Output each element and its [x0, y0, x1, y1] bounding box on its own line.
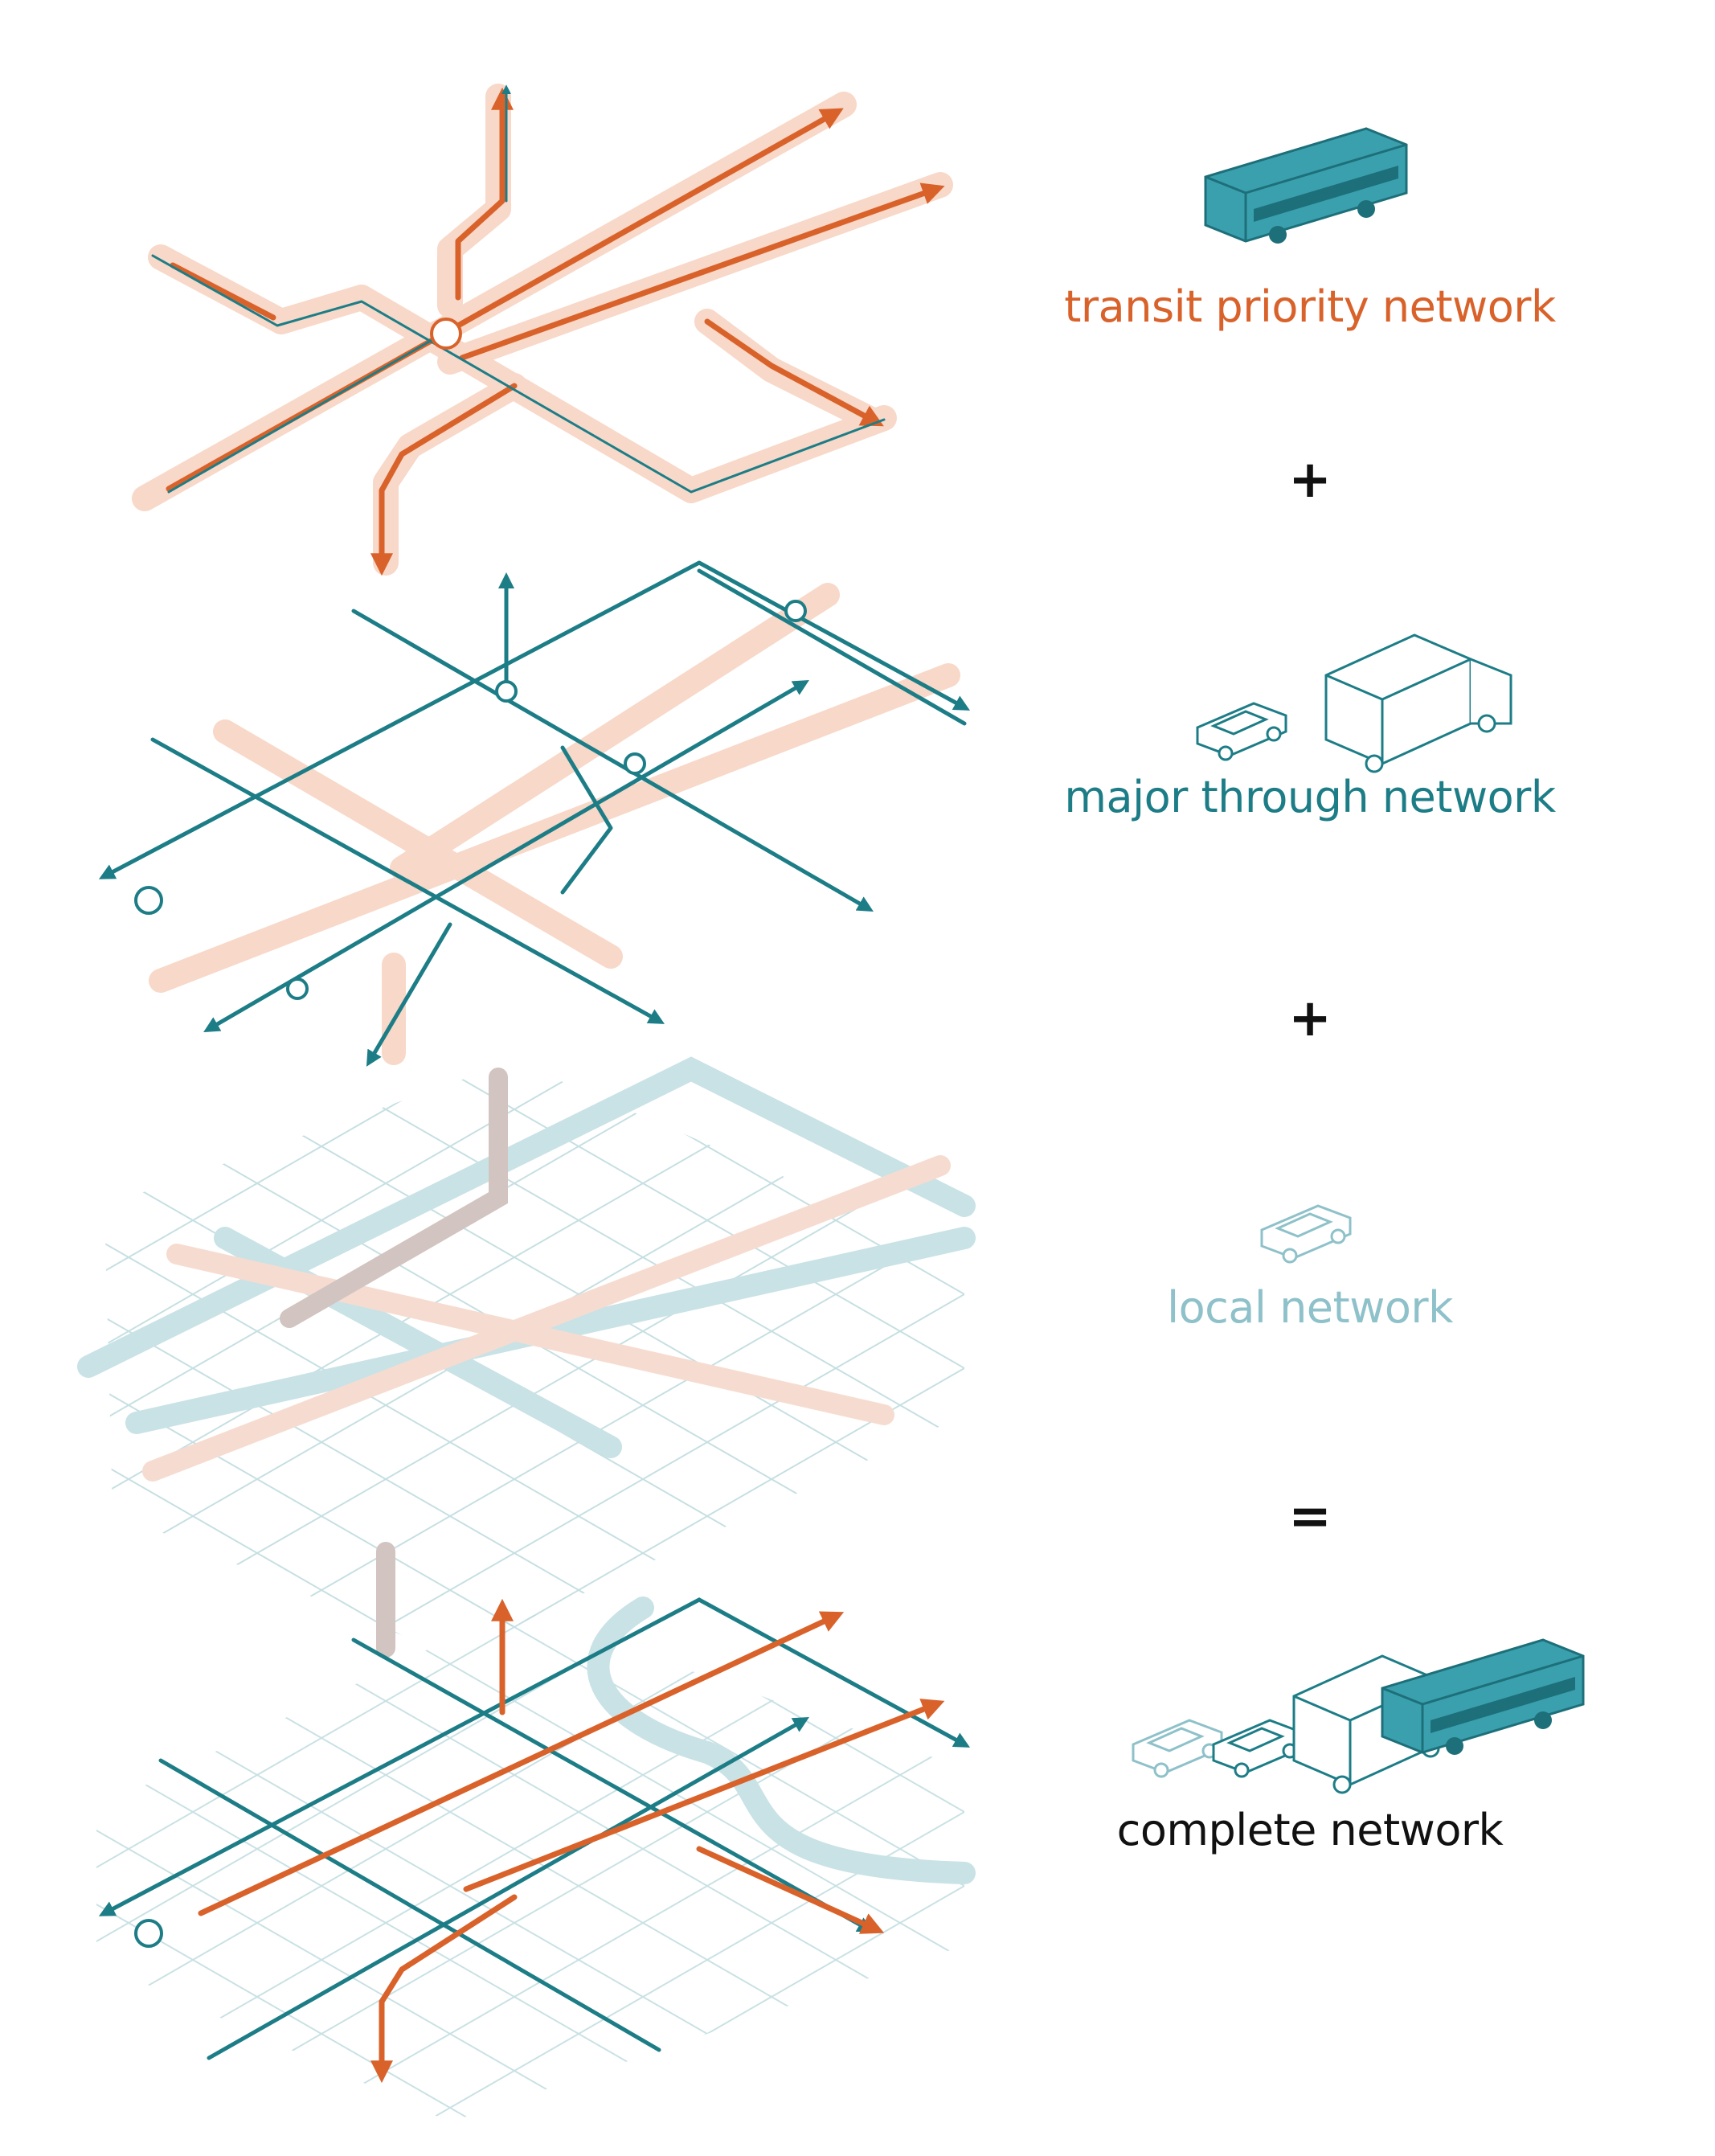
car-icon-major — [1196, 702, 1287, 761]
transit-hub — [430, 318, 462, 350]
local-grid — [104, 1061, 964, 1656]
transit-shared-lanes — [151, 84, 886, 494]
equals-operator: = — [1288, 1487, 1332, 1547]
major-junctions — [134, 600, 807, 1000]
complete-network-label: complete network — [1116, 1805, 1504, 1855]
complete-roundabout — [134, 1919, 163, 1948]
complete-bus-icon — [1381, 1638, 1585, 1755]
car-icon — [1260, 1204, 1352, 1264]
major-through-label: major through network — [1064, 772, 1556, 822]
local-network-label: local network — [1167, 1282, 1453, 1333]
all-vehicles-icon — [1132, 1638, 1585, 1794]
bus-icon — [1204, 127, 1408, 244]
major-car-icon — [1212, 1719, 1304, 1778]
complete-transit-routes — [198, 1598, 945, 2084]
car-and-truck-icon — [1196, 633, 1512, 773]
plus-operator-1: + — [1288, 450, 1332, 510]
local-transit-ghost — [142, 1155, 951, 1482]
truck-icon — [1324, 633, 1512, 773]
major-roads — [98, 560, 971, 1067]
local-car-icon — [1132, 1719, 1223, 1778]
transit-priority-label: transit priority network — [1064, 281, 1556, 332]
major-through-network-map — [98, 560, 971, 1067]
transit-routes — [166, 87, 945, 576]
local-network-map — [77, 1056, 976, 1658]
plus-operator-2: + — [1288, 989, 1332, 1048]
local-gray-ghost — [280, 1068, 508, 1658]
transit-priority-network-map — [132, 84, 953, 576]
complete-major-roads — [98, 1597, 971, 2060]
major-transit-ghost — [149, 583, 960, 1065]
complete-network-map — [96, 1597, 976, 2122]
